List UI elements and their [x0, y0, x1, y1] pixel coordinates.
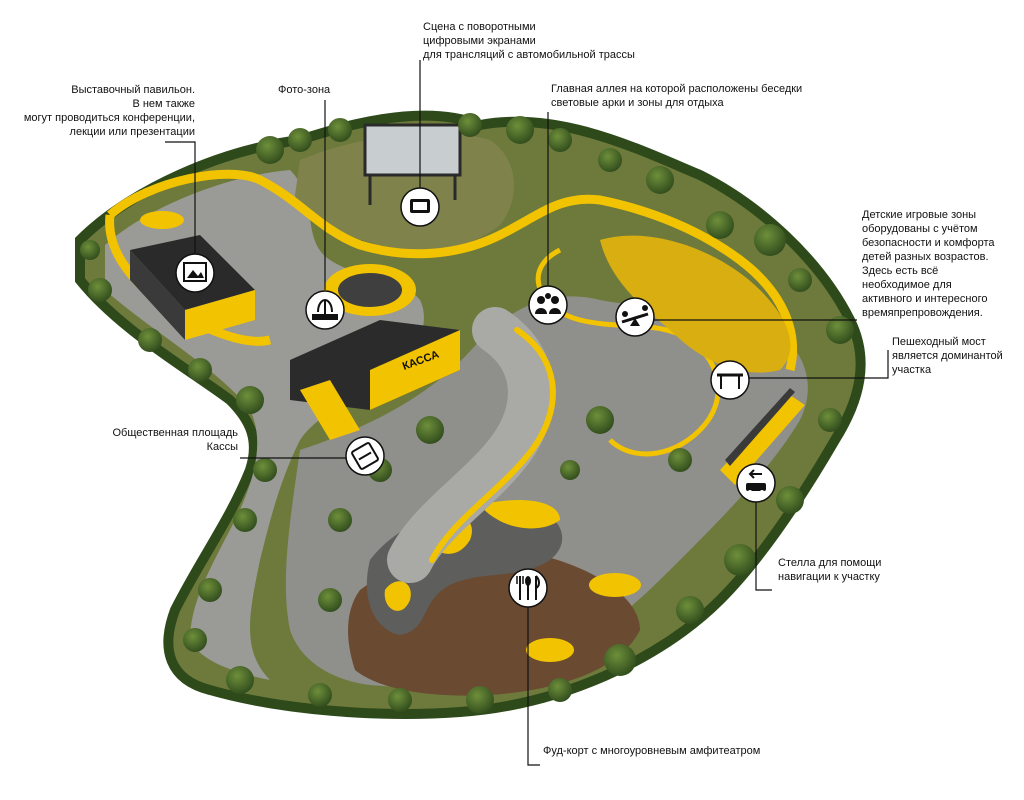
pavilion-annotation: Выставочный павильон. В нем также могут … — [10, 83, 195, 139]
pavilion-annotation-line: лекции или презентации — [69, 126, 195, 138]
pavilion-annotation-line: могут проводиться конференции, — [23, 112, 195, 124]
kids-zone-annotation-line: Здесь есть всё — [862, 265, 939, 277]
pavilion-annotation-line: В нем также — [132, 98, 195, 110]
plaza-annotation-line: Кассы — [206, 441, 238, 453]
kids-zone-annotation: Детские игровые зоны оборудованы с учёто… — [862, 208, 995, 320]
bridge-annotation: Пешеходный мост является доминантой учас… — [892, 335, 1003, 377]
food-court-annotation-line: Фуд-корт с многоуровневым амфитеатром — [543, 745, 761, 757]
trees — [80, 113, 854, 714]
photo-zone-annotation-line: Фото-зона — [278, 84, 331, 96]
fountain-icon — [305, 290, 345, 330]
callout-lines — [165, 60, 889, 766]
cutlery-icon — [508, 568, 548, 608]
stage-annotation-line: Сцена с поворотными — [423, 21, 536, 33]
pavilion-annotation-line: Выставочный павильон. — [71, 84, 195, 96]
people-group-icon — [528, 285, 568, 325]
site-ground — [75, 110, 866, 719]
stage-structure — [363, 123, 462, 205]
pedestrian-bridge — [720, 388, 805, 485]
stele-annotation-line: навигации к участку — [778, 571, 880, 583]
bridge-annotation-line: Пешеходный мост — [892, 336, 986, 348]
kids-zone-annotation-line: оборудованы с учётом — [862, 223, 978, 235]
kids-zone-annotation-line: детей разных возрастов. — [862, 251, 989, 263]
kids-zone-annotation-line: активного и интересного — [862, 293, 988, 305]
kids-zone-annotation-line: необходимое для — [862, 279, 952, 291]
ticket-icon — [345, 436, 385, 476]
stage-annotation: Сцена с поворотными цифровыми экранами д… — [423, 20, 635, 62]
stage-annotation-line: для трансляций с автомобильной трассы — [423, 49, 635, 61]
kids-zone-annotation-line: Детские игровые зоны — [862, 209, 977, 221]
kassa-building — [290, 320, 460, 440]
stage-annotation-line: цифровыми экранами — [423, 35, 536, 47]
gallery-icon — [175, 253, 215, 293]
bridge-annotation-line: участка — [892, 364, 932, 376]
plaza-annotation-line: Общественная площадь — [112, 427, 239, 439]
kids-zone-annotation-line: времяпрепровождения. — [862, 307, 983, 319]
stele-annotation-line: Стелла для помощи — [778, 557, 882, 569]
food-court-annotation: Фуд-корт с многоуровневым амфитеатром — [543, 744, 760, 758]
stage-screen-icon — [400, 187, 440, 227]
bridge-icon — [710, 360, 750, 400]
alley-annotation-line: световые арки и зоны для отдыха — [551, 97, 724, 109]
direction-car-icon — [736, 463, 776, 503]
kids-zone-annotation-line: безопасности и комфорта — [862, 237, 995, 249]
photo-zone-annotation: Фото-зона — [278, 83, 330, 97]
bridge-annotation-line: является доминантой — [892, 350, 1003, 362]
plaza-annotation: Общественная площадь Кассы — [60, 426, 239, 454]
alley-annotation-line: Главная аллея на которой расположены бес… — [551, 83, 803, 95]
alley-annotation: Главная аллея на которой расположены бес… — [551, 82, 802, 110]
seesaw-icon — [615, 297, 655, 337]
stele-annotation: Стелла для помощи навигации к участку — [778, 556, 881, 584]
